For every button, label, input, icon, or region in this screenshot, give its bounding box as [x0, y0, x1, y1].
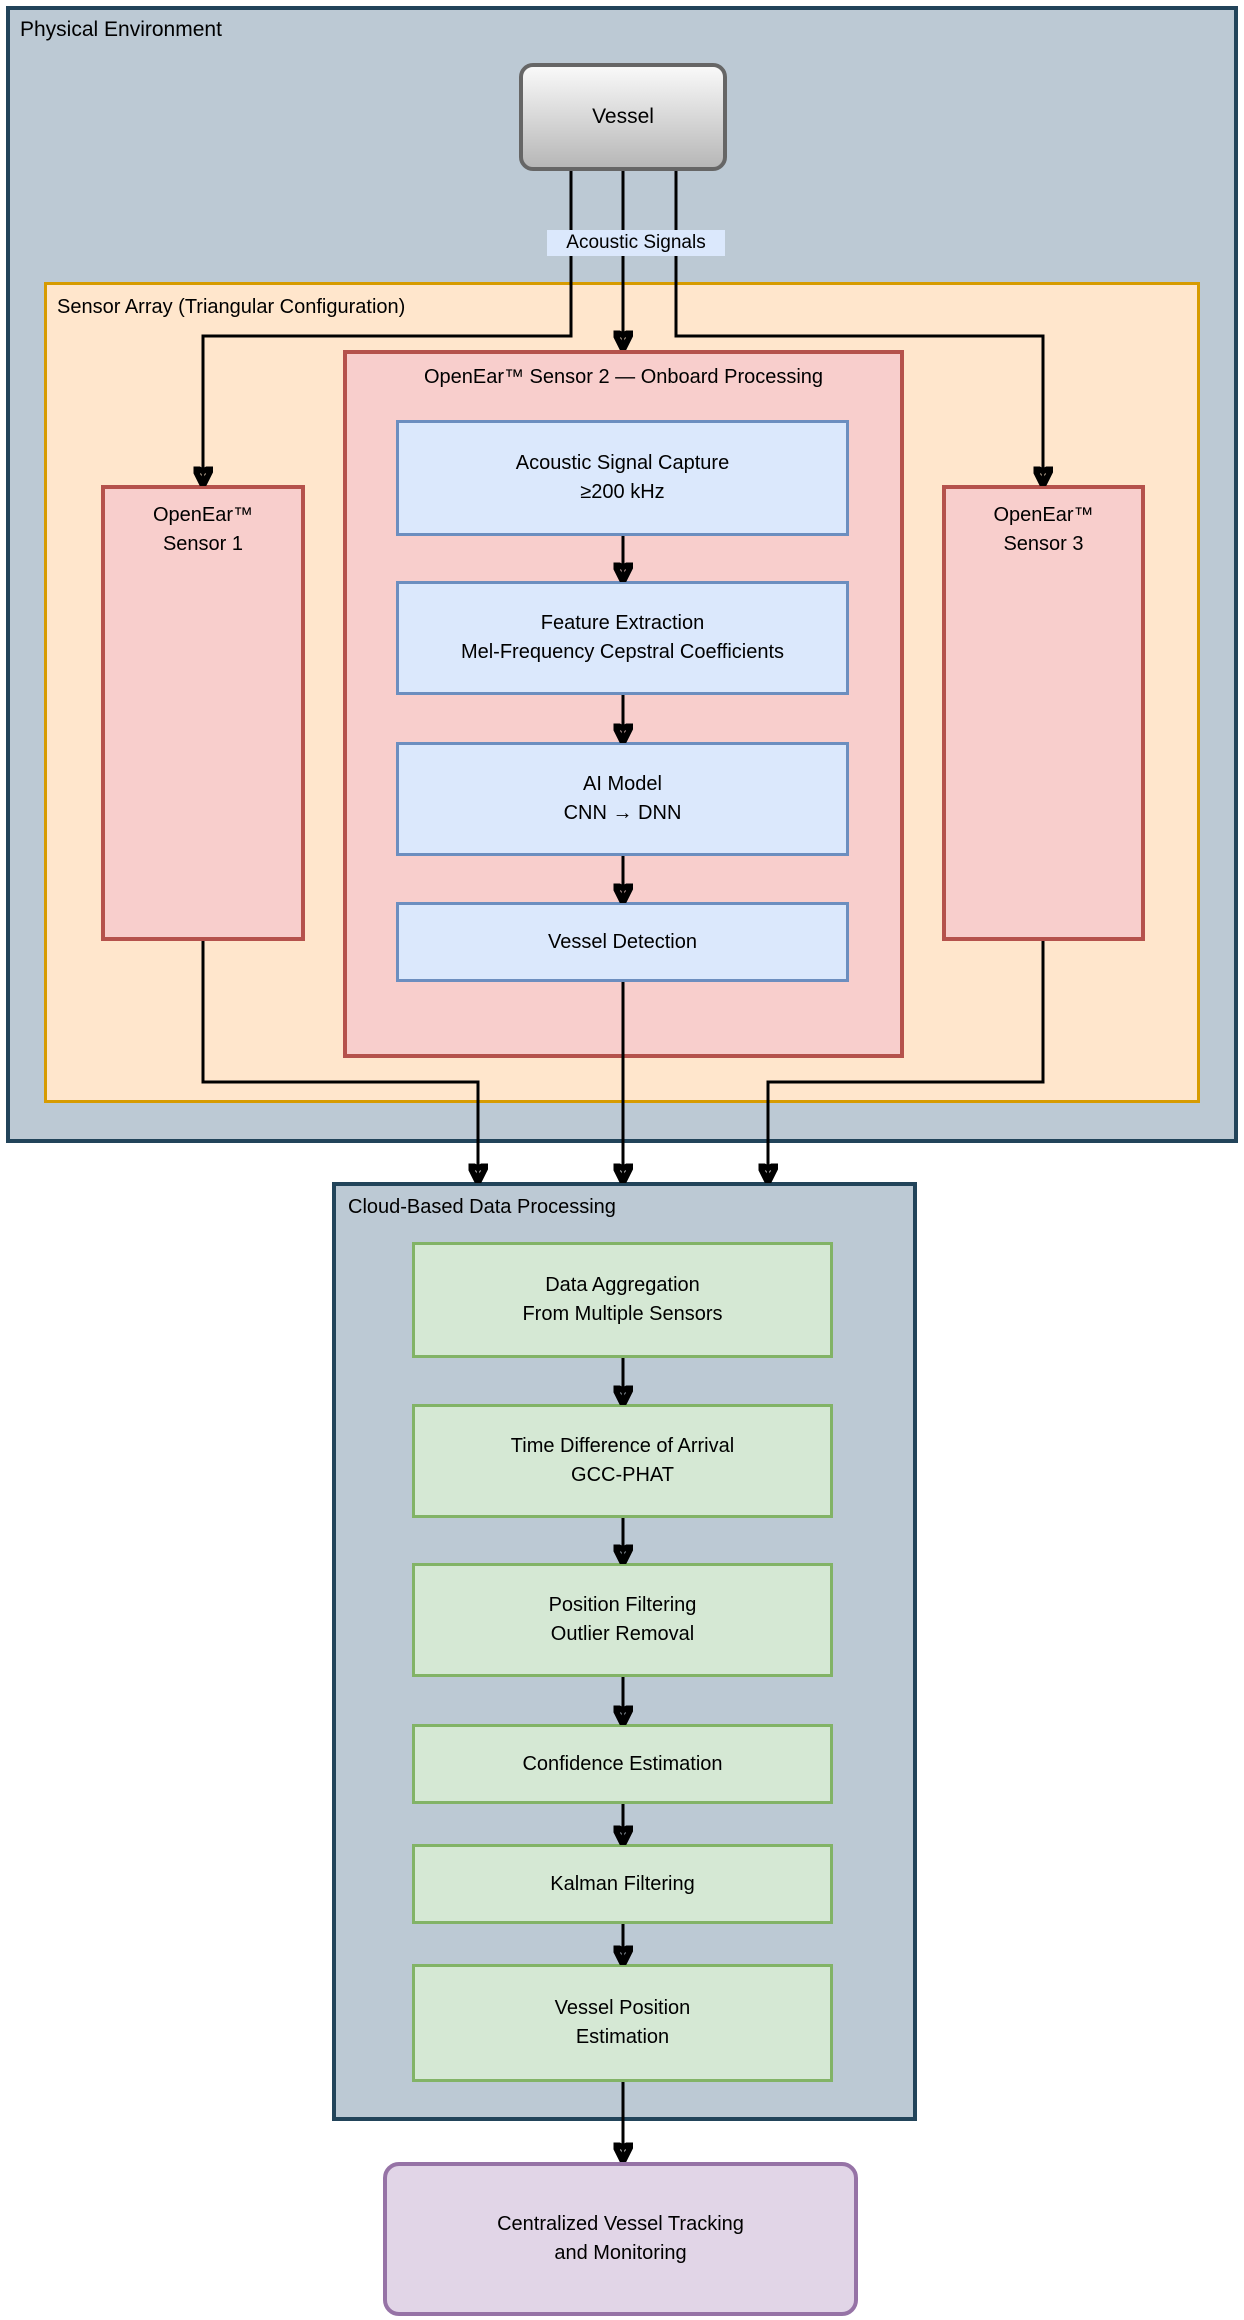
acoustic-signals-label: Acoustic Signals	[547, 230, 725, 256]
step-ai-model: AI Model CNN → DNN	[396, 742, 849, 856]
step-position-filtering: Position Filtering Outlier Removal	[412, 1563, 833, 1677]
step-tdoa: Time Difference of Arrival GCC-PHAT	[412, 1404, 833, 1518]
output-node: Centralized Vessel Tracking and Monitori…	[383, 2162, 858, 2316]
cloud-label: Cloud-Based Data Processing	[348, 1196, 616, 1218]
sensor3-box: OpenEar™ Sensor 3	[942, 485, 1145, 941]
sensor1-box: OpenEar™ Sensor 1	[101, 485, 305, 941]
step-confidence-estimation: Confidence Estimation	[412, 1724, 833, 1804]
step-vessel-position-estimation: Vessel Position Estimation	[412, 1964, 833, 2082]
step-kalman-filtering: Kalman Filtering	[412, 1844, 833, 1924]
step-data-aggregation: Data Aggregation From Multiple Sensors	[412, 1242, 833, 1358]
vessel-node: Vessel	[519, 63, 727, 171]
sensor-array-label: Sensor Array (Triangular Configuration)	[57, 296, 406, 318]
physical-environment-label: Physical Environment	[20, 18, 222, 41]
step-acoustic-signal-capture: Acoustic Signal Capture ≥200 kHz	[396, 420, 849, 536]
step-feature-extraction: Feature Extraction Mel-Frequency Cepstra…	[396, 581, 849, 695]
sensor2-title: OpenEar™ Sensor 2 — Onboard Processing	[423, 366, 824, 388]
step-vessel-detection: Vessel Detection	[396, 902, 849, 982]
